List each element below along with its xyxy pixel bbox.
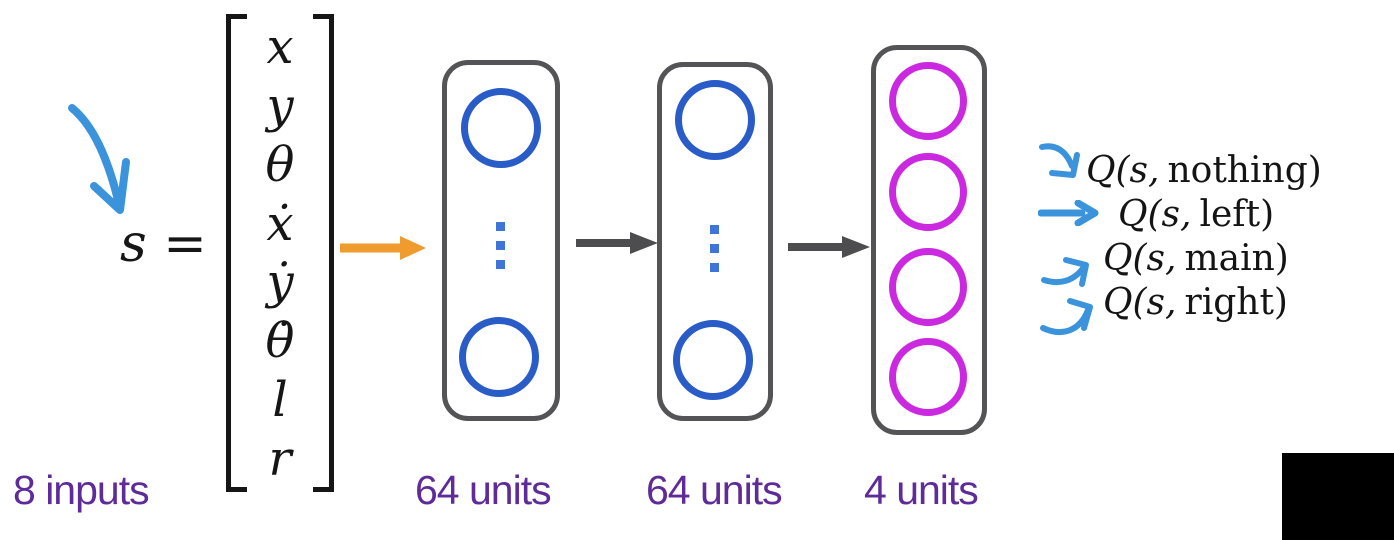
state-equation-label: s = bbox=[120, 214, 207, 274]
output-node-1 bbox=[889, 62, 967, 140]
q-nothing-arrow-icon bbox=[1039, 143, 1080, 178]
q-math-part: Q(s, bbox=[1103, 238, 1177, 279]
inputs-caption: 8 inputs bbox=[13, 467, 150, 513]
black-overlay-rectangle bbox=[1282, 453, 1394, 540]
state-vector: x y θ ẋ ẏ θ̇ l r bbox=[226, 14, 334, 492]
output-node-2 bbox=[889, 153, 967, 231]
output-layer-box bbox=[871, 45, 987, 435]
q-right-arrow-icon bbox=[1040, 298, 1093, 335]
output-node-3 bbox=[889, 248, 967, 326]
vector-entry-theta: θ bbox=[265, 136, 295, 193]
layer2-caption: 64 units bbox=[646, 467, 783, 513]
hand-pointer-arrow-icon bbox=[68, 104, 130, 214]
layer1-caption: 64 units bbox=[415, 467, 552, 513]
vector-entry-ydot: ẏ bbox=[266, 254, 294, 311]
q-action-part: left) bbox=[1199, 194, 1275, 235]
hidden2-node-top bbox=[675, 80, 755, 160]
hidden2-node-bottom bbox=[673, 320, 753, 400]
flow-arrow-1-icon bbox=[576, 232, 658, 254]
q-action-part: nothing) bbox=[1167, 150, 1322, 191]
vector-entry-l: l bbox=[272, 371, 288, 428]
q-left-arrow-icon bbox=[1038, 200, 1099, 226]
q-action-part: main) bbox=[1184, 238, 1289, 279]
flow-arrow-2-icon bbox=[788, 236, 870, 258]
q-value-nothing: Q(s,nothing) bbox=[1086, 150, 1322, 191]
hidden-layer-2-box bbox=[657, 62, 773, 421]
q-math-part: Q(s, bbox=[1103, 282, 1177, 323]
hidden1-ellipsis-icon bbox=[496, 222, 505, 269]
hidden2-ellipsis-icon bbox=[710, 225, 719, 272]
vector-left-bracket bbox=[226, 14, 247, 492]
vector-right-bracket bbox=[313, 14, 334, 492]
vector-entry-xdot: ẋ bbox=[266, 195, 294, 252]
vector-entries: x y θ ẋ ẏ θ̇ l r bbox=[247, 14, 313, 492]
layer3-caption: 4 units bbox=[864, 467, 979, 513]
hidden1-node-top bbox=[461, 88, 541, 168]
q-value-main: Q(s,main) bbox=[1103, 238, 1289, 279]
q-value-left: Q(s,left) bbox=[1118, 194, 1274, 235]
q-main-arrow-icon bbox=[1041, 257, 1089, 287]
q-value-right: Q(s,right) bbox=[1103, 282, 1288, 323]
input-flow-arrow-icon bbox=[340, 236, 426, 260]
q-math-part: Q(s, bbox=[1118, 194, 1192, 235]
vector-entry-x: x bbox=[266, 19, 294, 76]
output-node-4 bbox=[889, 338, 967, 416]
q-action-part: right) bbox=[1184, 282, 1288, 323]
vector-entry-y: y bbox=[266, 78, 294, 135]
hidden-layer-1-box bbox=[442, 60, 560, 421]
hidden1-node-bottom bbox=[459, 317, 539, 397]
vector-entry-r: r bbox=[268, 430, 292, 487]
q-math-part: Q(s, bbox=[1086, 150, 1160, 191]
vector-entry-thetadot: θ̇ bbox=[265, 313, 295, 370]
